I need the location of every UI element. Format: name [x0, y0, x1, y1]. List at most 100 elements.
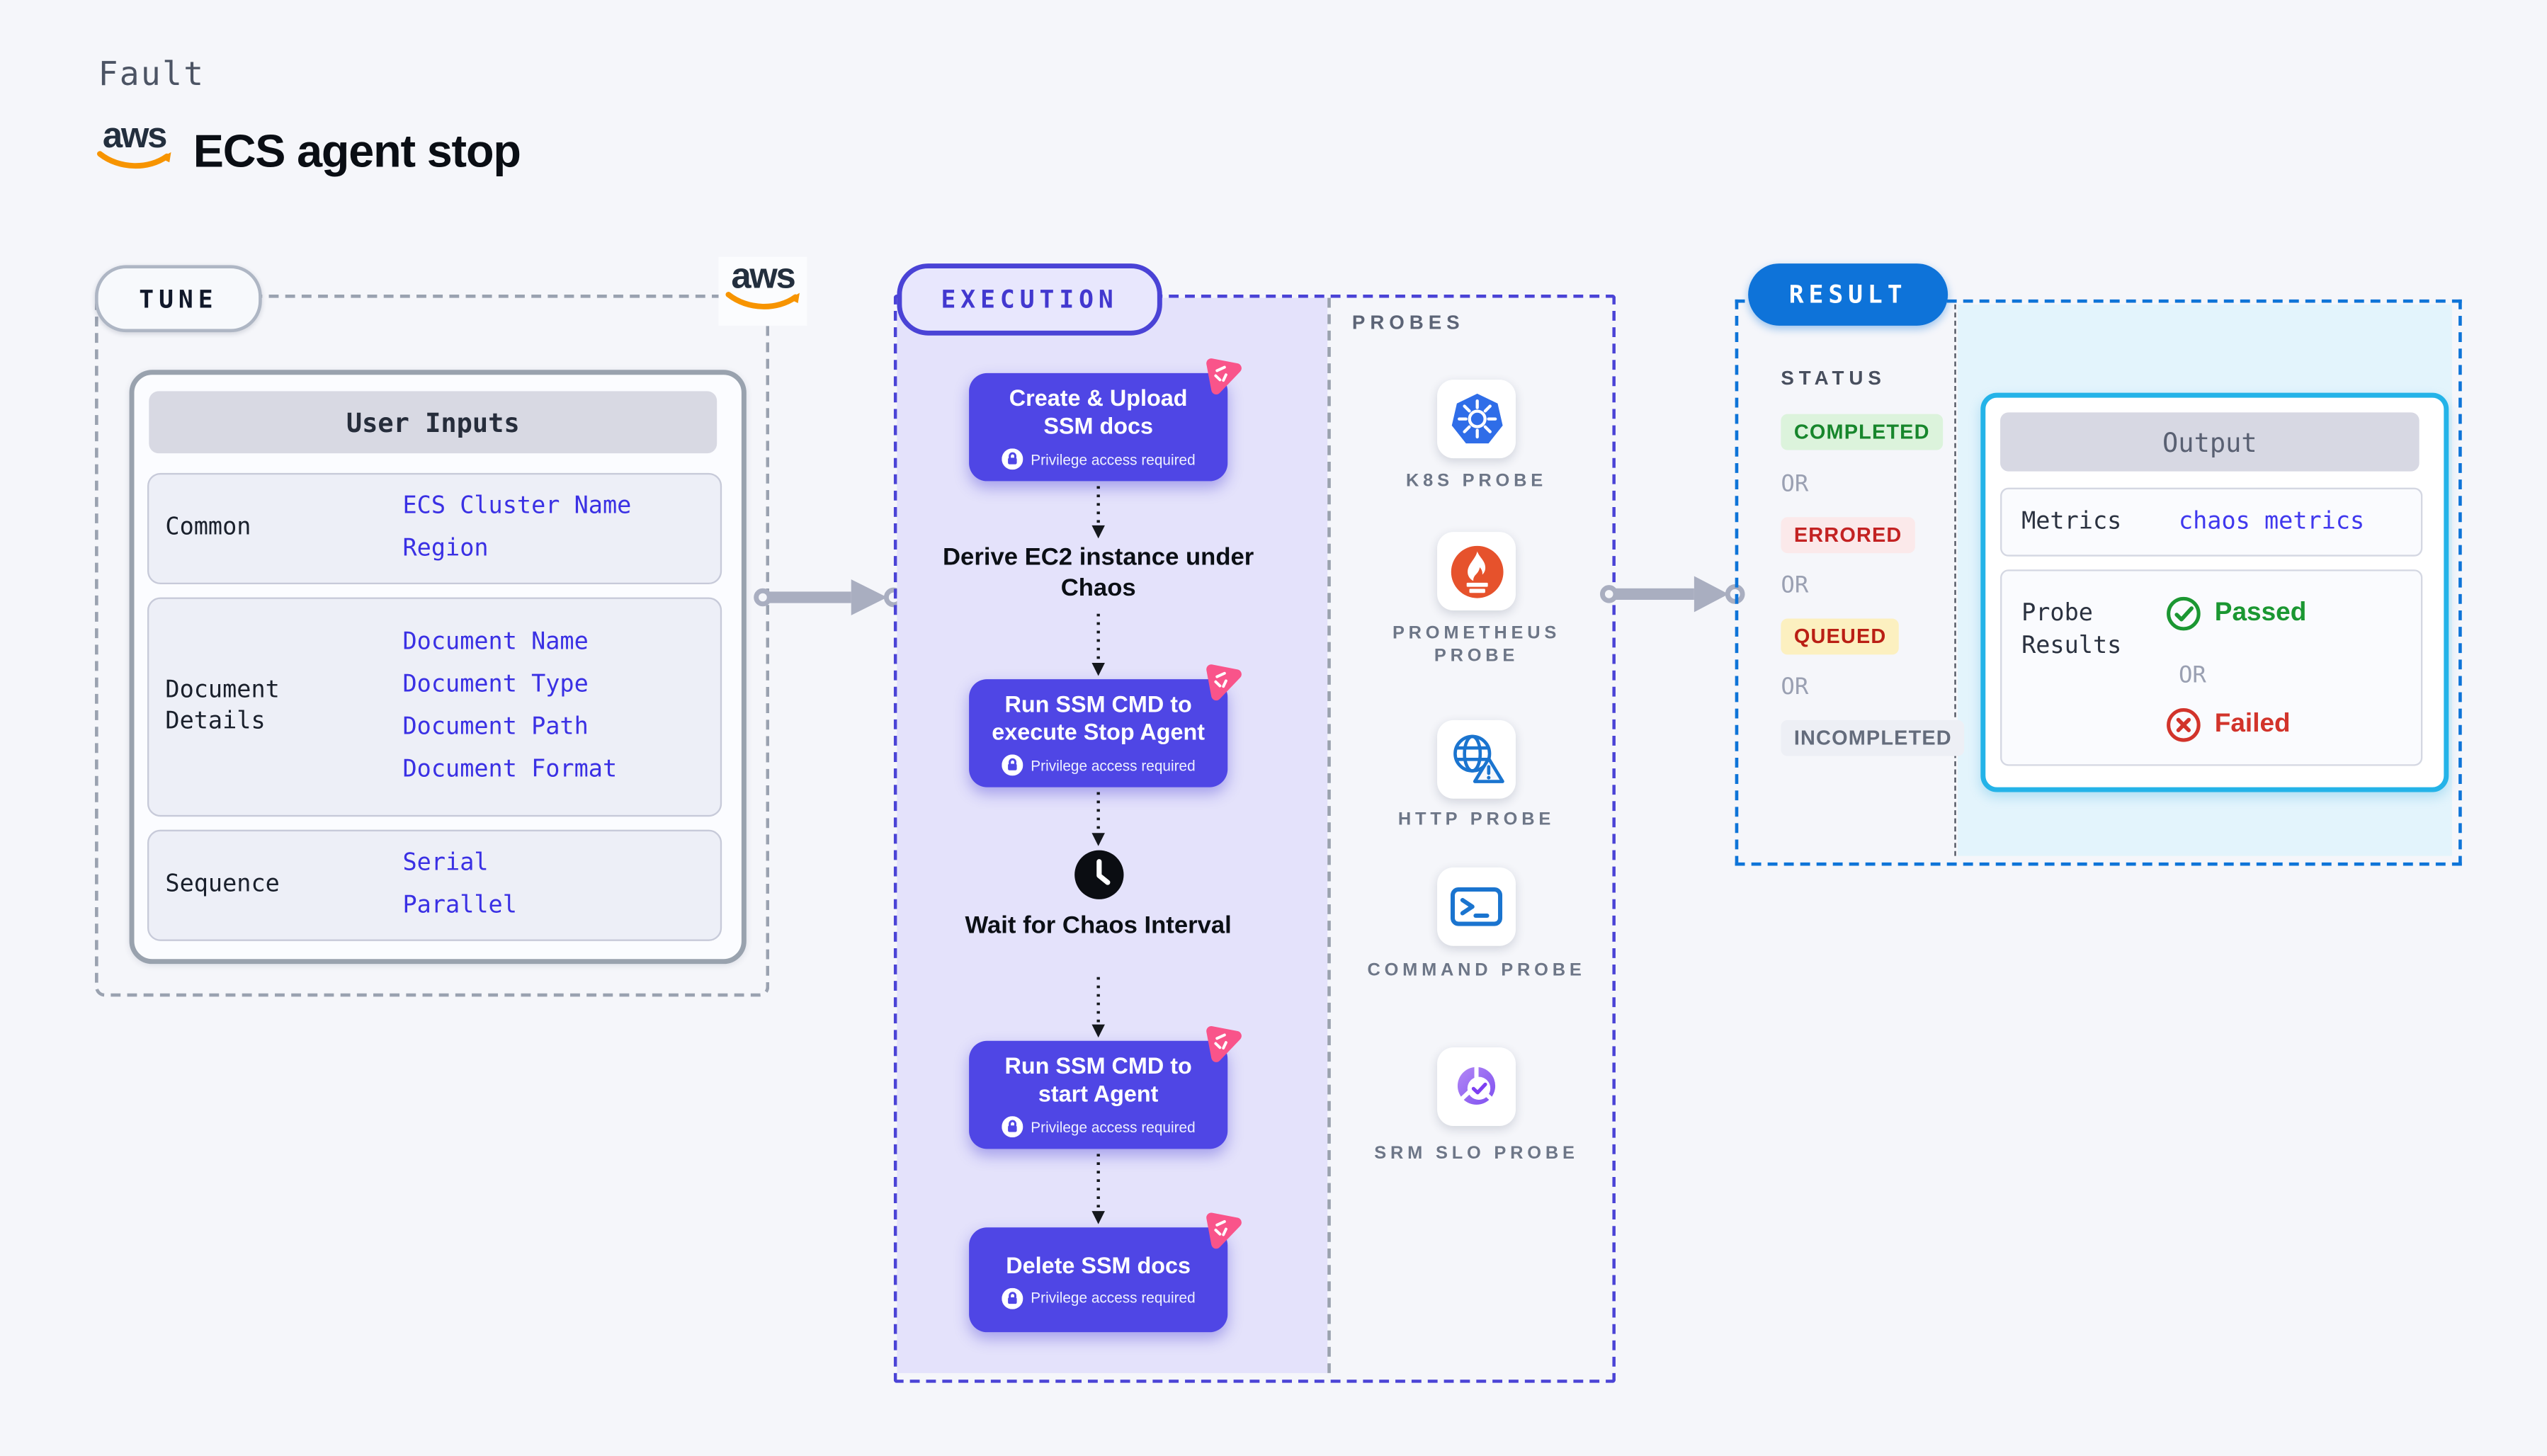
http-globe-icon	[1453, 734, 1504, 783]
output-title: Output	[2000, 412, 2420, 472]
probe-card-prometheus	[1437, 532, 1516, 611]
status-title: STATUS	[1781, 366, 1886, 390]
row-links: ECS Cluster Name Region	[402, 493, 632, 562]
result-divider	[1954, 304, 1956, 856]
step-derive-ec2-instance: Derive EC2 instance under Chaos	[943, 543, 1254, 603]
aws-logo-tune: aws	[718, 255, 807, 326]
probes-title: PROBES	[1351, 311, 1465, 334]
privilege-note: Privilege access required	[1031, 1290, 1196, 1307]
command-terminal-icon	[1451, 887, 1503, 926]
status-badge-incompleted: INCOMPLETED	[1781, 720, 1965, 756]
row-label: Document Details	[165, 677, 280, 735]
probe-card-command	[1437, 867, 1516, 946]
input-link-region[interactable]: Region	[402, 535, 489, 562]
probe-result-passed: Passed	[2165, 596, 2306, 632]
probe-label-k8s: K8S PROBE	[1406, 471, 1547, 491]
result-badge: RESULT	[1748, 263, 1948, 326]
status-badge-queued: QUEUED	[1781, 618, 1900, 655]
step-delete-ssm-docs: Delete SSM docs Privilege access require…	[969, 1212, 1242, 1333]
lock-icon	[1001, 1116, 1023, 1138]
step-title: Create & Upload SSM docs	[1009, 385, 1188, 439]
status-badge-errored: ERRORED	[1781, 517, 1915, 554]
lock-icon	[1001, 1287, 1023, 1309]
step-wait-chaos-interval: Wait for Chaos Interval	[965, 911, 1232, 940]
row-links: Serial Parallel	[402, 850, 517, 919]
status-badge-completed: COMPLETED	[1781, 414, 1944, 450]
chaos-mark-icon	[1206, 1025, 1242, 1062]
status-or: OR	[1781, 572, 1809, 599]
row-label: Common	[165, 514, 251, 541]
step-run-ssm-cmd-start-agent: Run SSM CMD to start Agent Privilege acc…	[969, 1025, 1242, 1149]
probe-label-srm-slo: SRM SLO PROBE	[1374, 1144, 1579, 1164]
metrics-value-link[interactable]: chaos metrics	[2178, 508, 2365, 535]
probe-results-row: Probe Results Passed OR Failed	[2000, 569, 2423, 766]
input-link-document-path[interactable]: Document Path	[402, 714, 589, 741]
tune-section-border	[95, 294, 770, 997]
step-create-upload-ssm-docs: Create & Upload SSM docs Privilege acces…	[969, 358, 1242, 482]
user-inputs-title: User Inputs	[149, 391, 717, 454]
flow-arrow-down	[1091, 1154, 1105, 1224]
probe-label-prometheus: PROMETHEUS PROBE	[1392, 623, 1561, 666]
probe-card-http	[1437, 720, 1516, 799]
execution-badge: EXECUTION	[897, 263, 1162, 336]
flow-arrow-down	[1091, 613, 1105, 676]
lock-icon	[1001, 754, 1023, 776]
user-inputs-row-document-details: Document Details Document Name Document …	[147, 597, 722, 817]
privilege-row: Privilege access required	[1001, 754, 1196, 776]
aws-smile-icon	[725, 292, 800, 309]
fault-kicker: Fault	[98, 54, 205, 93]
failed-label: Failed	[2214, 710, 2291, 739]
x-circle-icon	[2167, 707, 2201, 742]
result-section-border	[1735, 299, 2462, 866]
chaos-mark-icon	[1206, 664, 1242, 701]
step-run-ssm-cmd-stop-agent: Run SSM CMD to execute Stop Agent Privil…	[969, 664, 1242, 787]
input-link-serial[interactable]: Serial	[402, 850, 489, 877]
page-title: ECS agent stop	[193, 125, 521, 177]
probe-label-command: COMMAND PROBE	[1367, 960, 1586, 981]
step-title: Delete SSM docs	[1006, 1251, 1191, 1278]
step-title: Run SSM CMD to execute Stop Agent	[992, 690, 1206, 745]
privilege-row: Privilege access required	[1001, 1116, 1196, 1138]
kubernetes-icon	[1451, 392, 1502, 443]
flow-arrow-down	[1091, 977, 1105, 1038]
user-inputs-row-common: Common ECS Cluster Name Region	[147, 472, 722, 585]
chaos-mark-icon	[1206, 1212, 1242, 1249]
execution-section-border	[893, 294, 1616, 1383]
tune-to-execution-arrow	[754, 579, 904, 615]
input-link-document-type[interactable]: Document Type	[402, 671, 589, 698]
execution-to-result-arrow	[1600, 576, 1745, 613]
probe-card-k8s	[1437, 380, 1516, 459]
privilege-note: Privilege access required	[1031, 756, 1196, 773]
flow-arrow-down	[1091, 486, 1105, 539]
aws-logo: aws	[93, 117, 176, 183]
probe-result-or: OR	[2178, 662, 2206, 689]
flow-arrow-down	[1091, 792, 1105, 846]
probe-result-failed: Failed	[2165, 707, 2291, 743]
prometheus-icon	[1450, 545, 1503, 598]
user-inputs-row-sequence: Sequence Serial Parallel	[147, 829, 722, 941]
probe-results-label: Probe Results	[2021, 601, 2122, 660]
execution-probes-divider	[1327, 297, 1331, 1373]
passed-label: Passed	[2214, 598, 2307, 627]
aws-logo-text: aws	[731, 255, 796, 297]
privilege-row: Privilege access required	[1001, 448, 1196, 470]
step-title: Run SSM CMD to start Agent	[1004, 1052, 1192, 1107]
probe-label-http: HTTP PROBE	[1397, 809, 1555, 830]
input-link-parallel[interactable]: Parallel	[402, 892, 517, 919]
input-link-document-name[interactable]: Document Name	[402, 629, 589, 656]
input-link-document-format[interactable]: Document Format	[402, 756, 618, 783]
probe-card-srm-slo	[1437, 1047, 1516, 1126]
chaos-mark-icon	[1206, 358, 1242, 394]
metrics-row: Metrics chaos metrics	[2000, 487, 2423, 557]
status-or: OR	[1781, 471, 1809, 498]
aws-smile-icon	[97, 151, 171, 169]
privilege-note: Privilege access required	[1031, 1118, 1196, 1135]
tune-badge: TUNE	[95, 265, 262, 333]
row-links: Document Name Document Type Document Pat…	[402, 629, 618, 783]
check-circle-icon	[2167, 596, 2201, 631]
input-link-ecs-cluster-name[interactable]: ECS Cluster Name	[402, 493, 632, 520]
metrics-label: Metrics	[2021, 508, 2122, 535]
privilege-row: Privilege access required	[1001, 1287, 1196, 1309]
